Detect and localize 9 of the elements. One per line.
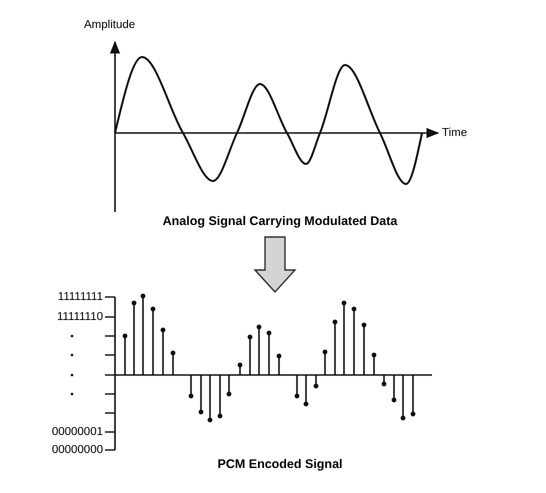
axis-label: Time: [442, 127, 468, 140]
chart-caption: Analog Signal Carrying Modulated Data: [162, 214, 398, 228]
level-label: 11111111: [58, 291, 103, 304]
level-label: 00000001: [52, 426, 103, 439]
block-arrow: [253, 236, 297, 294]
chart-caption: PCM Encoded Signal: [216, 457, 344, 471]
level-label: 11111110: [56, 311, 103, 324]
level-label: 00000000: [52, 444, 103, 457]
axis-label: Amplitude: [84, 19, 136, 32]
